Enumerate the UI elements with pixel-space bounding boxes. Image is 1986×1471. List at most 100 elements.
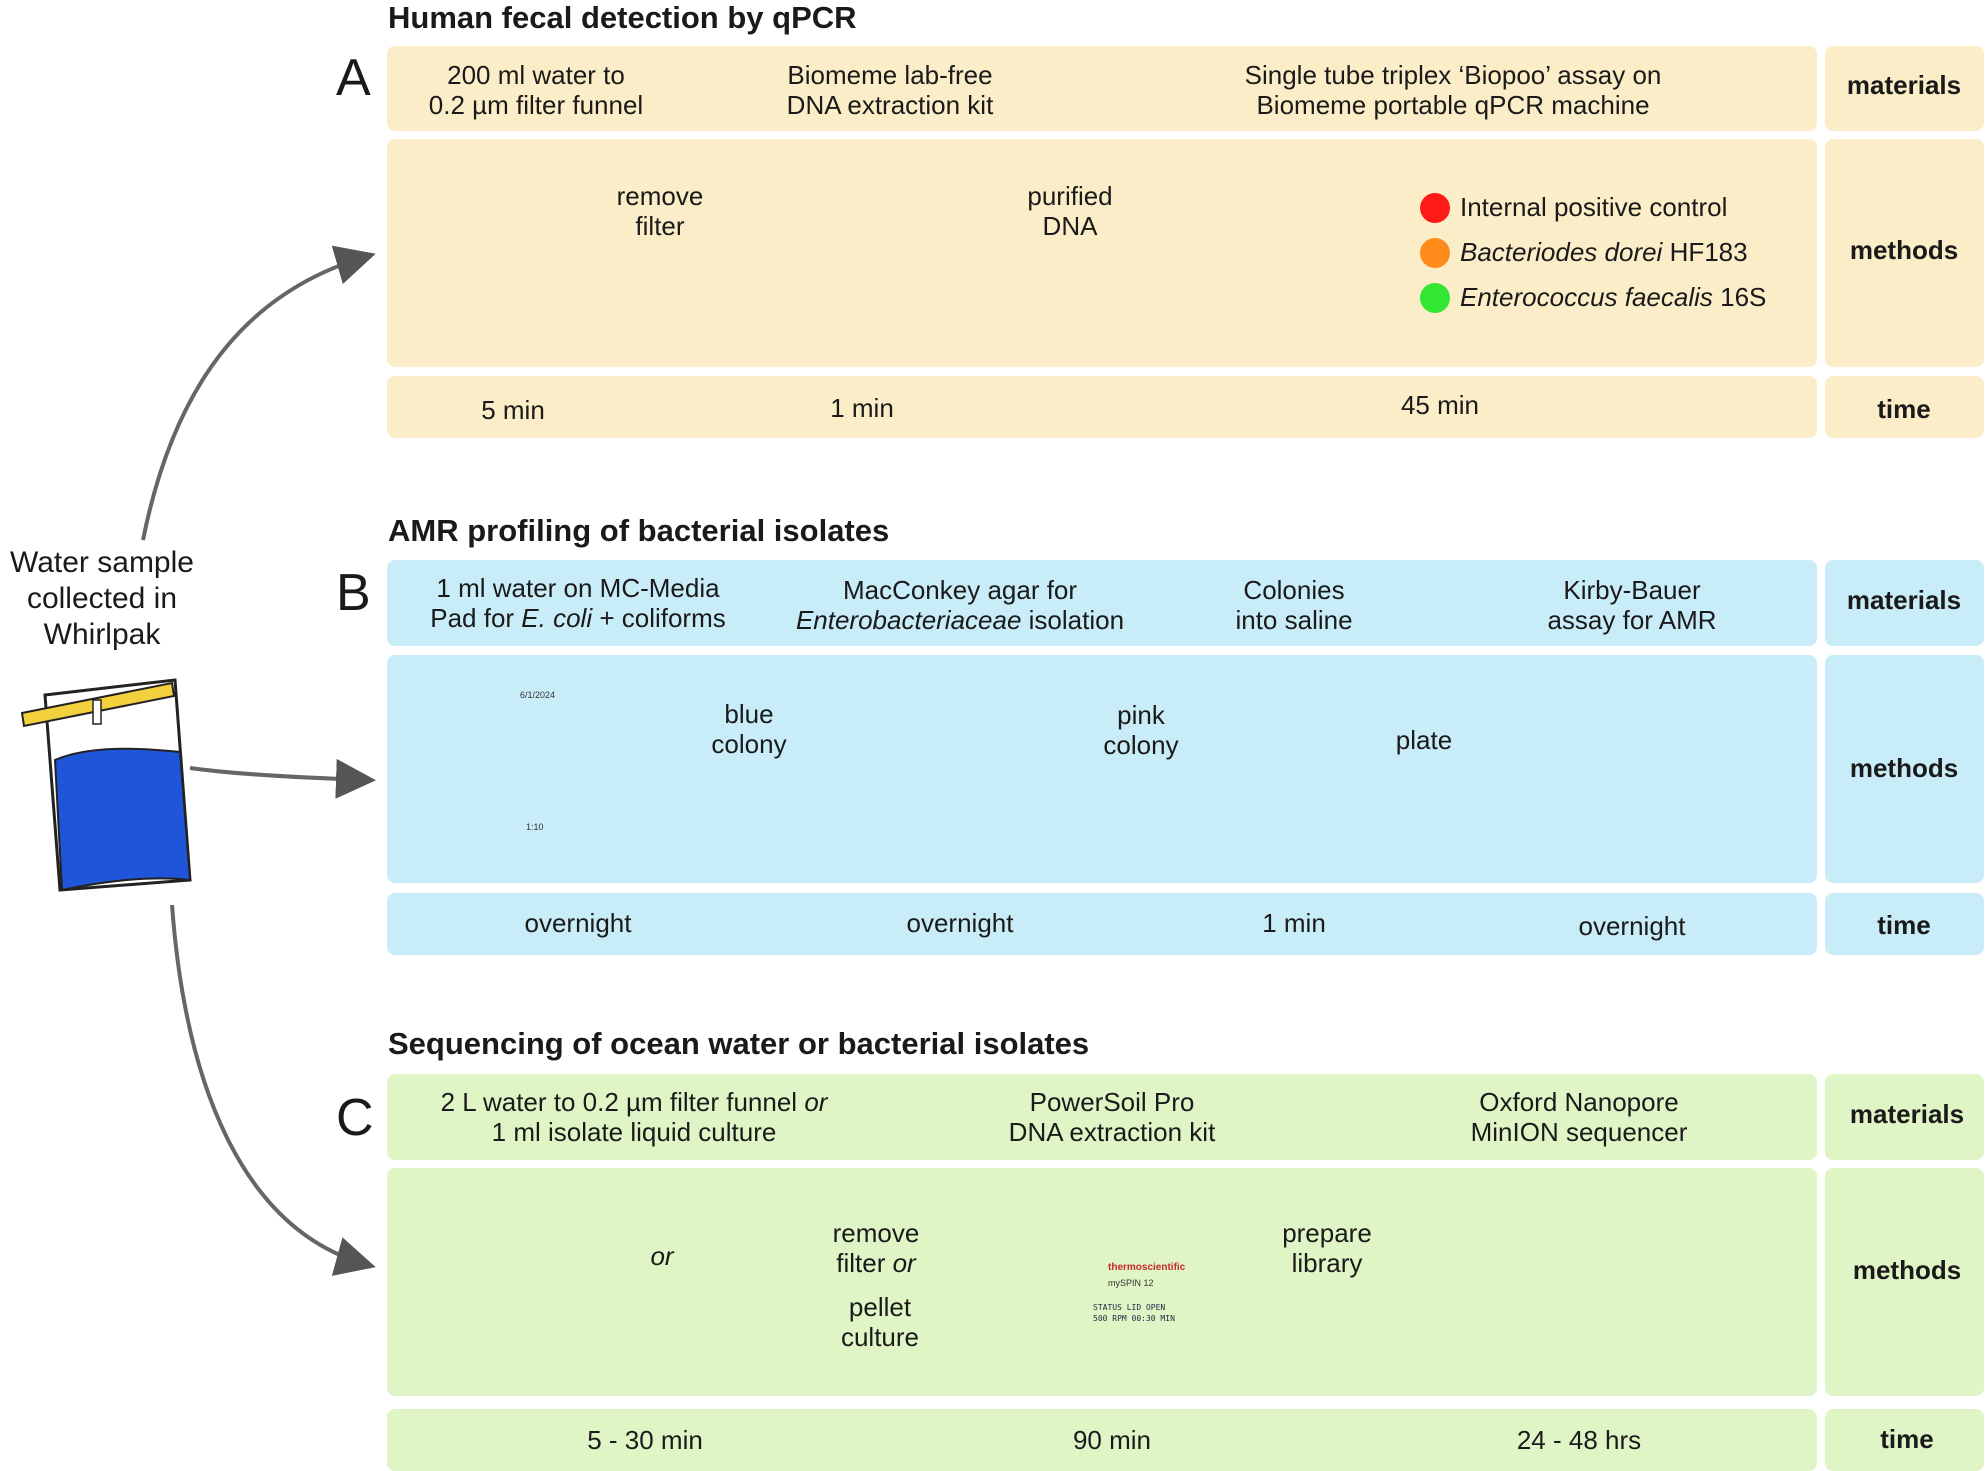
section-b-material-4: Kirby-Bauer assay for AMR xyxy=(1547,575,1716,635)
section-a-material-3: Single tube triplex ‘Biopoo’ assay on Bi… xyxy=(1245,60,1662,120)
section-c-material-2-line2: DNA extraction kit xyxy=(1008,1117,1216,1147)
section-a-step-1-line2: filter xyxy=(635,211,685,241)
legend-internal-control-text: Internal positive control xyxy=(1460,192,1728,222)
section-b-side-time: time xyxy=(1877,910,1931,940)
green-dot-icon xyxy=(1420,282,1450,313)
section-a-step-2: purified DNA xyxy=(1027,181,1112,241)
section-a-time-side xyxy=(1825,376,1984,438)
section-c-time-2: 90 min xyxy=(1072,1425,1152,1455)
section-b-material-4-line2: assay for AMR xyxy=(1547,605,1717,635)
section-c-material-1-line2: 1 ml isolate liquid culture xyxy=(491,1117,777,1147)
section-c-material-1: 2 L water to 0.2 µm filter funnel or 1 m… xyxy=(441,1087,828,1147)
section-b-step-1-line2: colony xyxy=(711,729,787,759)
section-c-material-1-pre: 2 L water to 0.2 µm filter funnel xyxy=(440,1087,805,1117)
section-b-time-2: overnight xyxy=(906,908,1014,938)
sample-label-line2: collected in xyxy=(26,582,178,615)
centrifuge-model: mySPIN 12 xyxy=(1108,1278,1154,1288)
section-a-material-2-line2: DNA extraction kit xyxy=(786,90,994,120)
sample-label-line1: Water sample xyxy=(10,546,194,579)
section-b-methods-side xyxy=(1825,655,1984,883)
legend-hf183: Bacteriodes dorei HF183 xyxy=(1420,237,1748,268)
centrifuge-brand: thermoscientific xyxy=(1108,1262,1186,1273)
centrifuge-display-line2: 500 RPM 00:30 MIN xyxy=(1093,1314,1175,1323)
sample-label: Water sample collected in Whirlpak xyxy=(10,545,194,653)
section-c-step-1-ital: or xyxy=(892,1248,916,1278)
section-a-letter: A xyxy=(336,49,371,107)
section-c-step-1-line1: remove xyxy=(832,1218,920,1248)
section-c-methods-side xyxy=(1825,1168,1984,1396)
section-a-time-2: 1 min xyxy=(830,393,894,423)
section-b-material-2-ital: Enterobacteriaceae xyxy=(795,605,1022,635)
section-b-material-3-line1: Colonies xyxy=(1243,575,1345,605)
section-c-step-2-line1: prepare xyxy=(1282,1218,1372,1248)
section-c-time-3: 24 - 48 hrs xyxy=(1516,1425,1642,1455)
section-a-material-1-line2: 0.2 µm filter funnel xyxy=(428,90,644,120)
section-c-step-1-line2: filter or xyxy=(833,1248,920,1278)
section-a-step-2-line2: DNA xyxy=(1042,211,1098,241)
section-b-time-1: overnight xyxy=(524,908,632,938)
section-c-step-1-line3: pellet xyxy=(848,1292,912,1322)
section-b-material-1-ital: E. coli xyxy=(521,603,593,633)
orange-dot-icon xyxy=(1420,237,1450,268)
section-a-side-time: time xyxy=(1877,394,1931,424)
section-c-step-1-pre: filter xyxy=(836,1248,893,1278)
arrow-to-section-a xyxy=(141,245,376,541)
section-c-methods-panel xyxy=(387,1168,1817,1396)
section-a-step-1-line1: remove xyxy=(616,181,704,211)
section-c-materials-panel xyxy=(387,1074,1817,1160)
section-a-step-2-line1: purified xyxy=(1027,181,1113,211)
legend-internal-control: Internal positive control xyxy=(1420,192,1727,223)
section-a-time-panel xyxy=(387,376,1817,438)
section-a-time-1: 5 min xyxy=(481,395,545,425)
section-c-or-label: or xyxy=(650,1241,674,1271)
section-a-material-2: Biomeme lab-free DNA extraction kit xyxy=(787,60,994,120)
section-b-side-materials: materials xyxy=(1846,585,1962,615)
section-c-material-3-line2: MinION sequencer xyxy=(1470,1117,1688,1147)
section-b-step-2-line1: pink xyxy=(1117,700,1165,730)
section-c-material-2: PowerSoil Pro DNA extraction kit xyxy=(1009,1087,1216,1147)
section-c-step-2-line2: library xyxy=(1291,1248,1363,1278)
section-c-step-1-top: remove filter or xyxy=(833,1218,920,1278)
section-c-time-panel xyxy=(387,1409,1817,1471)
section-a-material-3-line2: Biomeme portable qPCR machine xyxy=(1256,90,1650,120)
section-a-material-2-line1: Biomeme lab-free xyxy=(787,60,993,90)
section-b-step-3: plate xyxy=(1395,725,1453,755)
legend-enterococcus-italic: Enterococcus faecalis xyxy=(1460,282,1713,312)
section-c-material-3-line1: Oxford Nanopore xyxy=(1479,1087,1679,1117)
section-b-time-3: 1 min xyxy=(1262,908,1326,938)
red-dot-icon xyxy=(1420,192,1450,223)
section-a-step-1: remove filter xyxy=(617,181,704,241)
section-b-materials-side xyxy=(1825,560,1984,646)
section-b-material-3: Colonies into saline xyxy=(1235,575,1352,635)
section-a-time-3: 45 min xyxy=(1400,390,1480,420)
sample-label-line3: Whirlpak xyxy=(43,618,161,651)
centrifuge-display-line1: STATUS LID OPEN xyxy=(1093,1303,1166,1312)
pad-date-label: 6/1/2024 xyxy=(520,690,556,700)
section-c-time-1: 5 - 30 min xyxy=(587,1425,703,1455)
section-b-title: AMR profiling of bacterial isolates xyxy=(388,513,890,548)
section-c-time-side xyxy=(1825,1409,1984,1471)
section-b-step-1: blue colony xyxy=(711,699,786,759)
whirlpak-bag-icon xyxy=(20,678,192,892)
section-b-methods-panel xyxy=(387,655,1817,883)
section-c-side-time: time xyxy=(1880,1424,1934,1454)
section-c-step-1-line4: culture xyxy=(840,1322,920,1352)
section-c-material-3: Oxford Nanopore MinION sequencer xyxy=(1471,1087,1688,1147)
legend-hf183-italic: Bacteriodes dorei xyxy=(1460,237,1663,267)
section-c-step-1-bottom: pellet culture xyxy=(841,1292,919,1352)
section-b-material-1-pre: Pad for xyxy=(430,603,522,633)
section-b-material-1-line2: Pad for E. coli + coliforms xyxy=(430,603,726,633)
section-c-letter: C xyxy=(336,1089,374,1147)
section-b-time-side xyxy=(1825,893,1984,955)
section-b-material-2-line1: MacConkey agar for xyxy=(842,575,1078,605)
section-a-materials-panel xyxy=(387,46,1817,131)
arrow-to-section-c xyxy=(170,904,376,1276)
section-b-material-1: 1 ml water on MC-Media Pad for E. coli +… xyxy=(430,573,726,633)
section-b-letter: B xyxy=(336,564,371,622)
section-a-materials-side xyxy=(1825,46,1984,131)
section-c-material-1-line1: 2 L water to 0.2 µm filter funnel or xyxy=(441,1087,828,1117)
section-c-side-materials: materials xyxy=(1849,1099,1965,1129)
section-b-material-2: MacConkey agar for Enterobacteriaceae is… xyxy=(796,575,1124,635)
arrow-to-section-b xyxy=(189,758,376,799)
section-b-time-4: overnight xyxy=(1578,911,1686,941)
